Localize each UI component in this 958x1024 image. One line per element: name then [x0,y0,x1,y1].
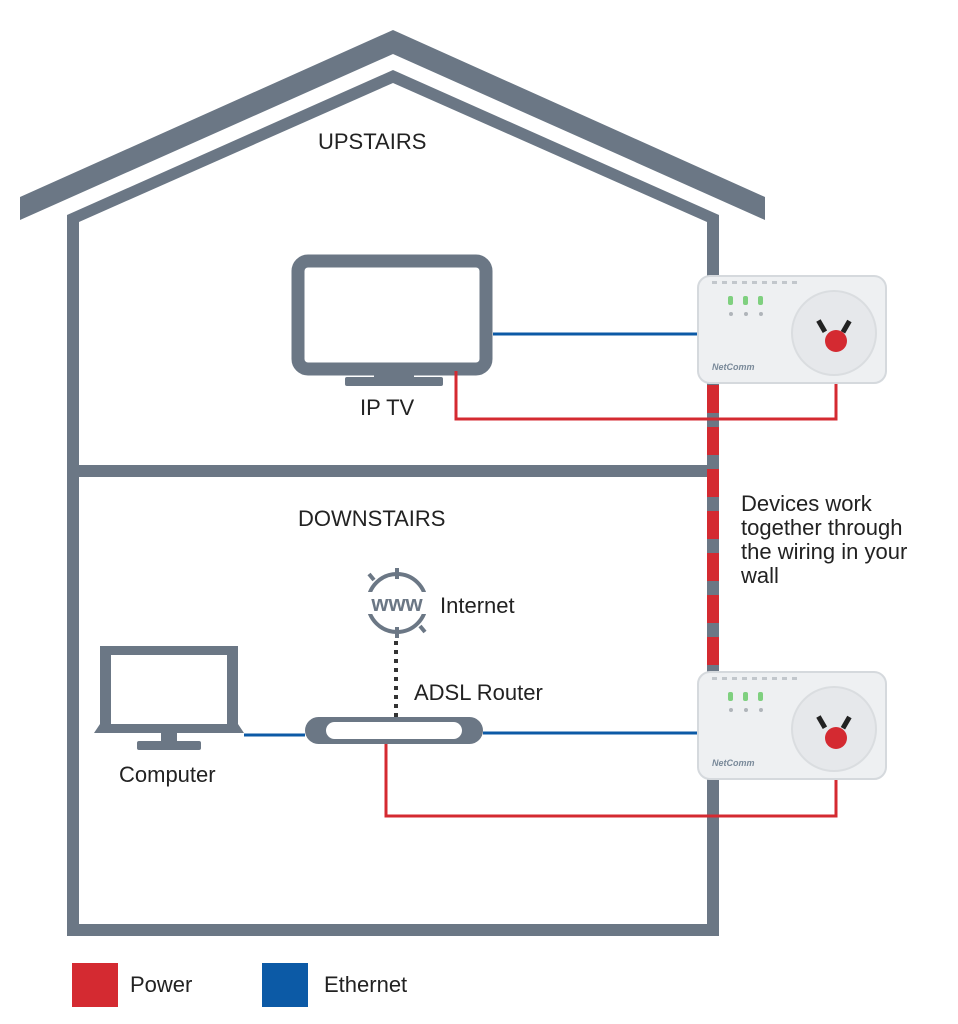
powerline-adapter-icon: NetComm [697,671,887,780]
tv-icon [291,254,493,386]
power-cable-router [384,744,838,818]
ip-tv-label: IP TV [360,395,415,420]
adsl-router-label: ADSL Router [414,680,543,705]
www-globe-icon: www [363,568,431,638]
www-label: www [370,591,423,616]
wall-wiring-note: Devices work together through the wiring… [741,492,907,588]
house-interior [79,83,707,924]
powerline-adapter-icon: NetComm [697,275,887,384]
downstairs-label: DOWNSTAIRS [298,506,446,531]
adapter-brand-label: NetComm [712,758,755,768]
house-outline [20,30,765,936]
note-line: together through [741,515,903,540]
floor-divider [67,465,719,477]
computer-label: Computer [119,762,216,787]
note-line: the wiring in your [741,539,908,564]
legend-label-ethernet: Ethernet [324,972,408,997]
router-icon [305,717,483,744]
computer-icon [94,646,244,750]
internet-label: Internet [440,593,515,618]
adapter-brand-label: NetComm [712,362,755,372]
legend-swatch-power [72,963,118,1007]
note-line: Devices work [741,491,872,516]
legend-label-power: Power [130,972,193,997]
legend-swatch-ethernet [262,963,308,1007]
upstairs-label: UPSTAIRS [318,129,427,154]
note-line: wall [741,563,779,588]
